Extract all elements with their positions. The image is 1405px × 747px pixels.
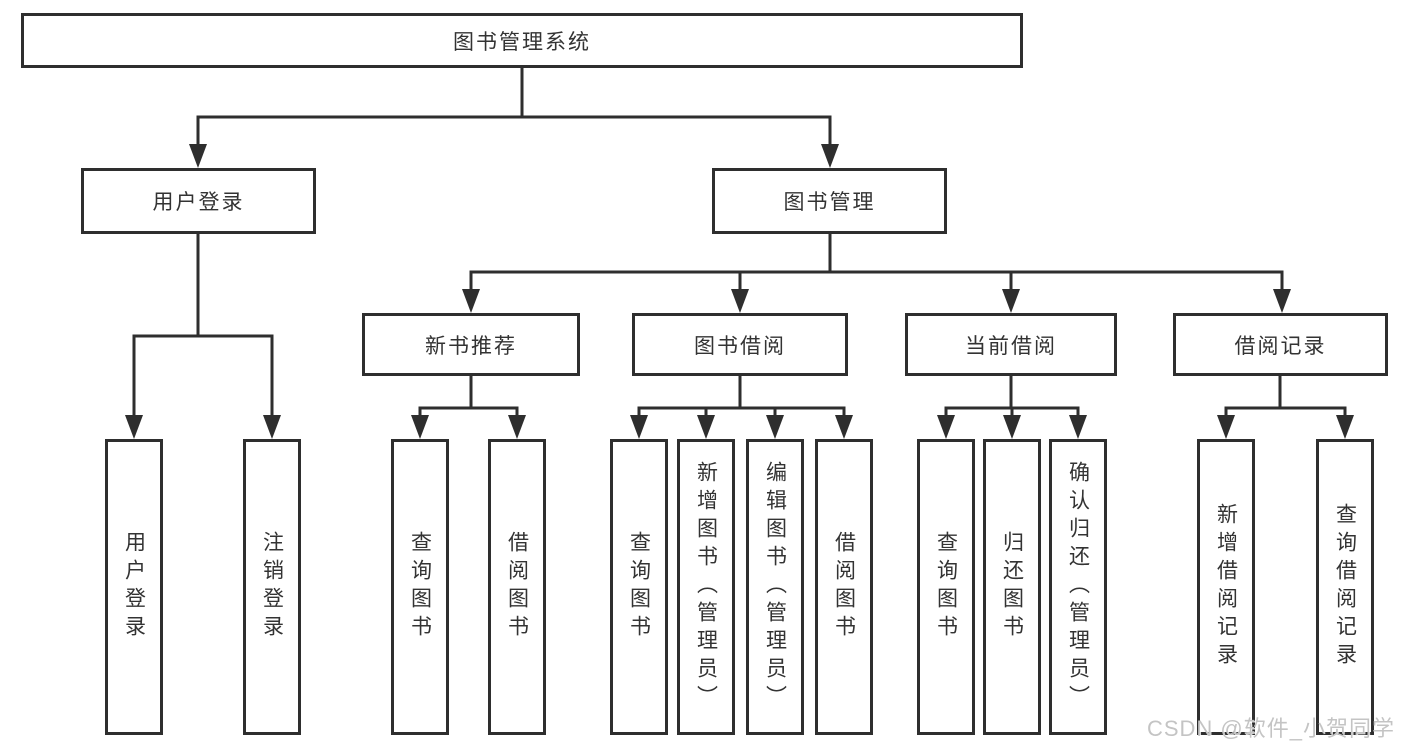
node-current-borrow: 当前借阅 xyxy=(905,313,1117,376)
leaf-query-books-borrow: 查询图书 xyxy=(610,439,668,735)
node-root: 图书管理系统 xyxy=(21,13,1023,68)
leaf-borrow-books: 借阅图书 xyxy=(815,439,873,735)
leaf-query-borrow-record: 查询借阅记录 xyxy=(1316,439,1374,735)
leaf-logout: 注销登录 xyxy=(243,439,301,735)
leaf-user-login: 用户登录 xyxy=(105,439,163,735)
leaf-confirm-return-admin: 确认归还（管理员） xyxy=(1049,439,1107,735)
leaf-query-books-current: 查询图书 xyxy=(917,439,975,735)
leaf-label: 用户登录 xyxy=(122,531,146,643)
leaf-label: 归还图书 xyxy=(1000,531,1024,643)
node-borrow-records: 借阅记录 xyxy=(1173,313,1388,376)
leaf-add-book-admin: 新增图书（管理员） xyxy=(677,439,735,735)
leaf-label: 查询图书 xyxy=(408,531,432,643)
leaf-label: 查询图书 xyxy=(627,531,651,643)
leaf-label: 确认归还（管理员） xyxy=(1066,461,1090,713)
leaf-label: 新增图书（管理员） xyxy=(694,461,718,713)
leaf-label: 借阅图书 xyxy=(832,531,856,643)
node-user-login: 用户登录 xyxy=(81,168,316,234)
leaf-query-books-recommend: 查询图书 xyxy=(391,439,449,735)
leaf-label: 编辑图书（管理员） xyxy=(763,461,787,713)
leaf-return-book: 归还图书 xyxy=(983,439,1041,735)
leaf-edit-book-admin: 编辑图书（管理员） xyxy=(746,439,804,735)
leaf-add-borrow-record: 新增借阅记录 xyxy=(1197,439,1255,735)
leaf-borrow-books-recommend: 借阅图书 xyxy=(488,439,546,735)
node-book-management: 图书管理 xyxy=(712,168,947,234)
leaf-label: 查询借阅记录 xyxy=(1333,503,1357,671)
leaf-label: 查询图书 xyxy=(934,531,958,643)
node-book-borrow: 图书借阅 xyxy=(632,313,848,376)
csdn-watermark: CSDN @软件_小贺同学 xyxy=(1146,716,1395,741)
leaf-label: 新增借阅记录 xyxy=(1214,503,1238,671)
leaf-label: 注销登录 xyxy=(260,531,284,643)
leaf-label: 借阅图书 xyxy=(505,531,529,643)
node-new-book-recommend: 新书推荐 xyxy=(362,313,580,376)
